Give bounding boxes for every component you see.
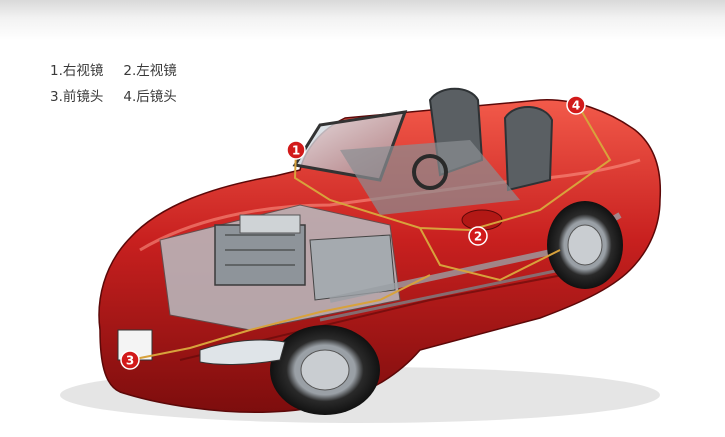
legend-row: 3.前镜头 4.后镜头	[50, 84, 177, 110]
marker-1: 1	[286, 140, 306, 160]
engine-cutaway	[159, 204, 401, 331]
camera-wiring	[129, 104, 612, 361]
legend-item-left-mirror: 2.左视镜	[123, 63, 177, 79]
svg-text:1: 1	[292, 144, 300, 158]
top-gradient-shade	[0, 0, 725, 40]
marker-2: 2	[468, 226, 488, 246]
svg-text:4: 4	[572, 99, 580, 113]
legend-row: 1.右视镜 2.左视镜	[50, 58, 177, 84]
legend-item-front-camera: 3.前镜头	[50, 89, 104, 105]
marker-3: 3	[120, 350, 140, 370]
seats	[340, 87, 554, 215]
legend-item-rear-camera: 4.后镜头	[123, 89, 177, 105]
camera-legend: 1.右视镜 2.左视镜 3.前镜头 4.后镜头	[50, 58, 177, 110]
rear-wheel	[547, 201, 623, 289]
headlight	[199, 339, 286, 365]
steering-wheel	[412, 154, 448, 190]
marker-4: 4	[566, 95, 586, 115]
front-wheel	[270, 325, 380, 415]
legend-item-right-mirror: 1.右视镜	[50, 63, 104, 79]
svg-text:3: 3	[126, 354, 134, 368]
svg-text:2: 2	[474, 230, 482, 244]
